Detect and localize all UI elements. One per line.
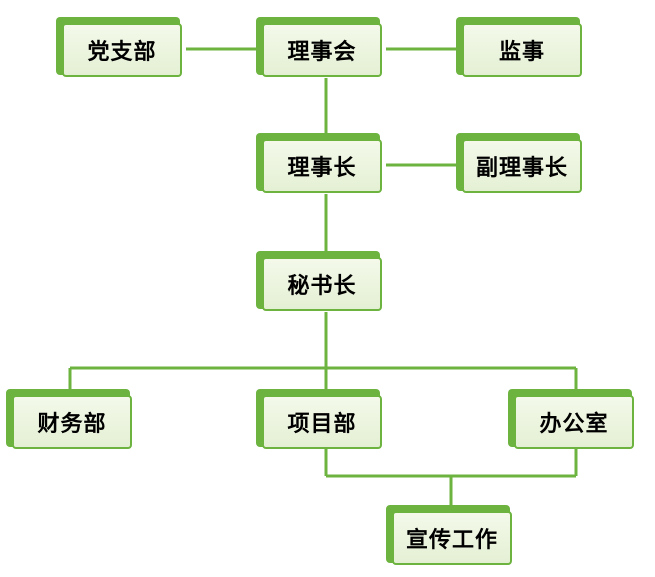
node-vice-chairman: 副理事长 [456,133,586,197]
node-label-council: 理事会 [287,40,357,65]
node-box: 党支部 [62,23,182,77]
node-box: 理事长 [262,139,382,193]
node-projects: 项目部 [256,389,386,453]
node-council: 理事会 [256,17,386,81]
node-label-projects: 项目部 [287,412,357,437]
node-party-branch: 党支部 [56,17,186,81]
node-label-supervisor: 监事 [498,40,545,65]
node-box: 理事会 [262,23,382,77]
node-label-publicity: 宣传工作 [405,528,498,553]
node-box: 副理事长 [462,139,582,193]
node-finance: 财务部 [6,389,136,453]
node-box: 办公室 [514,395,634,449]
node-label-finance: 财务部 [37,412,107,437]
node-label-office: 办公室 [539,412,609,437]
node-box: 秘书长 [262,257,382,311]
node-label-vice-chairman: 副理事长 [475,156,568,181]
node-box: 财务部 [12,395,132,449]
node-box: 项目部 [262,395,382,449]
node-label-chairman: 理事长 [287,156,357,181]
node-supervisor: 监事 [456,17,586,81]
node-label-secretary-general: 秘书长 [287,274,357,299]
node-label-party-branch: 党支部 [87,40,157,65]
node-secretary-general: 秘书长 [256,251,386,315]
node-office: 办公室 [508,389,638,453]
node-box: 宣传工作 [392,511,512,565]
node-publicity: 宣传工作 [386,505,516,569]
node-chairman: 理事长 [256,133,386,197]
node-box: 监事 [462,23,582,77]
